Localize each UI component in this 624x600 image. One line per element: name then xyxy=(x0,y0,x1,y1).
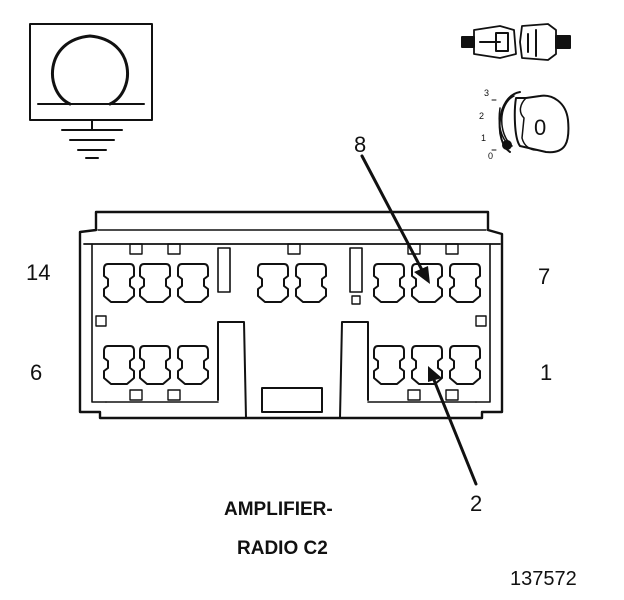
caption-line-1: AMPLIFIER- xyxy=(224,499,333,520)
ignition-position-2: 2 xyxy=(479,111,485,121)
pin-label-14: 14 xyxy=(26,260,51,285)
pin-label-1: 1 xyxy=(540,360,553,385)
ignition-key-label: 0 xyxy=(534,115,547,140)
callout-leaders xyxy=(360,154,478,486)
connector-cavity xyxy=(103,345,135,385)
connector-cavity xyxy=(139,345,171,385)
ignition-key-icon xyxy=(491,91,570,154)
figure-number: 137572 xyxy=(510,568,577,590)
connector-cavity xyxy=(139,263,171,303)
connector-cavity xyxy=(373,345,405,385)
arrowhead-8 xyxy=(414,266,430,284)
connector-cavity xyxy=(177,263,209,303)
callout-label-8: 8 xyxy=(354,132,367,157)
connector-cavity xyxy=(449,345,481,385)
ignition-position-3: 3 xyxy=(484,88,490,98)
callout-leader-2 xyxy=(432,378,478,486)
ignition-position-1: 1 xyxy=(481,133,487,143)
pin-label-7: 7 xyxy=(538,264,551,289)
connector-body xyxy=(78,210,504,420)
connector-cavity xyxy=(449,263,481,303)
arrowhead-2 xyxy=(428,366,442,382)
connector-cavity xyxy=(295,263,327,303)
connector-cavity xyxy=(103,263,135,303)
cavity-group xyxy=(103,263,481,385)
ohmmeter-ground-icon xyxy=(29,23,153,159)
connector-cavity xyxy=(257,263,289,303)
callout-label-2: 2 xyxy=(470,491,483,516)
connector-cavity xyxy=(177,345,209,385)
callout-leader-8 xyxy=(360,154,424,272)
connector-cavity xyxy=(411,263,443,303)
connector-cavity xyxy=(373,263,405,303)
connector-disconnected-icon xyxy=(461,23,571,61)
pin-label-6: 6 xyxy=(30,360,43,385)
ignition-position-0: 0 xyxy=(488,151,494,161)
caption-line-2: RADIO C2 xyxy=(237,538,328,559)
